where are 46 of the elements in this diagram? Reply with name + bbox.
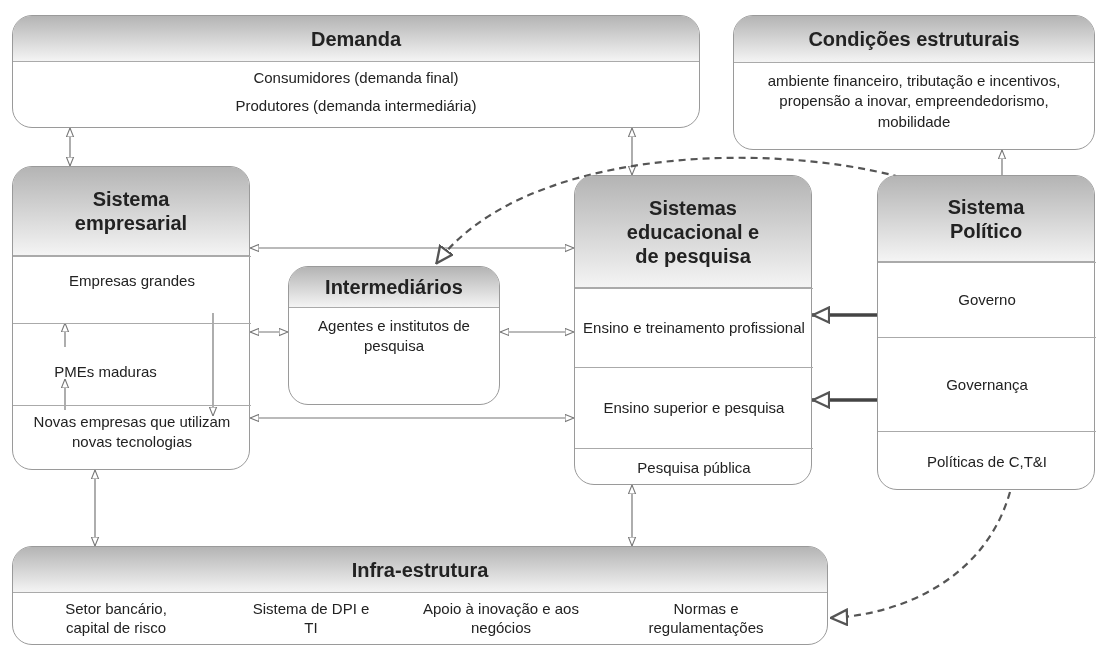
system-panel (12, 15, 700, 128)
arrow (499, 327, 575, 337)
system-panel (288, 266, 500, 405)
component-label: Apoio à inovação e aos negócios (406, 593, 596, 643)
arrow (60, 378, 70, 411)
section-row: Novas empresas que utilizam novas tecnologias (13, 405, 251, 471)
section-row: Ensino superior e pesquisa (575, 367, 813, 448)
panel-text: Agentes e institutos de pesquisa (317, 316, 471, 357)
arrow (249, 327, 289, 337)
panel-header: Condições estruturais (734, 16, 1094, 63)
system-panel (12, 166, 250, 470)
arrow (249, 243, 575, 253)
arrow (627, 484, 637, 547)
arrow (249, 413, 575, 423)
component-label: Setor bancário, capital de risco (41, 593, 191, 643)
arrow (811, 391, 877, 409)
section-row: Empresas grandes (13, 256, 251, 324)
arrow (65, 127, 75, 167)
arrow (997, 149, 1007, 176)
panel-header: Intermediários (289, 267, 499, 308)
component-label: Sistema de DPI e TI (241, 593, 381, 643)
panel-text: Consumidores (demanda final) (252, 68, 460, 88)
panel-header: Sistema empresarial (13, 167, 249, 256)
section-row: Governança (878, 337, 1096, 431)
arrow (208, 312, 218, 417)
section-row: Políticas de C,T&I (878, 431, 1096, 491)
system-panel (733, 15, 1095, 150)
panel-header: Sistemas educacional e de pesquisa (575, 176, 811, 288)
dashed-arrow (829, 491, 1012, 626)
section-row: Ensino e treinamento profissional (575, 288, 813, 367)
panel-header: Sistema Político (878, 176, 1094, 262)
panel-header: Demanda (13, 16, 699, 62)
panel-header: Infra-estrutura (13, 547, 827, 593)
arrow (60, 322, 70, 348)
component-label: Normas e regulamentações (621, 593, 791, 643)
arrow (811, 306, 877, 324)
arrow (627, 127, 637, 176)
section-row: Pesquisa pública (575, 448, 813, 486)
section-row: PMEs maduras (13, 324, 198, 405)
panel-text: Produtores (demanda intermediária) (234, 96, 478, 117)
panel-text: ambiente financeiro, tributação e incentivos, propensão a inovar, empreendedorismo, mobilidade (766, 71, 1062, 132)
system-panel (574, 175, 812, 485)
arrow (90, 469, 100, 547)
section-row: Governo (878, 262, 1096, 337)
system-panel (877, 175, 1095, 490)
system-panel (12, 546, 828, 645)
